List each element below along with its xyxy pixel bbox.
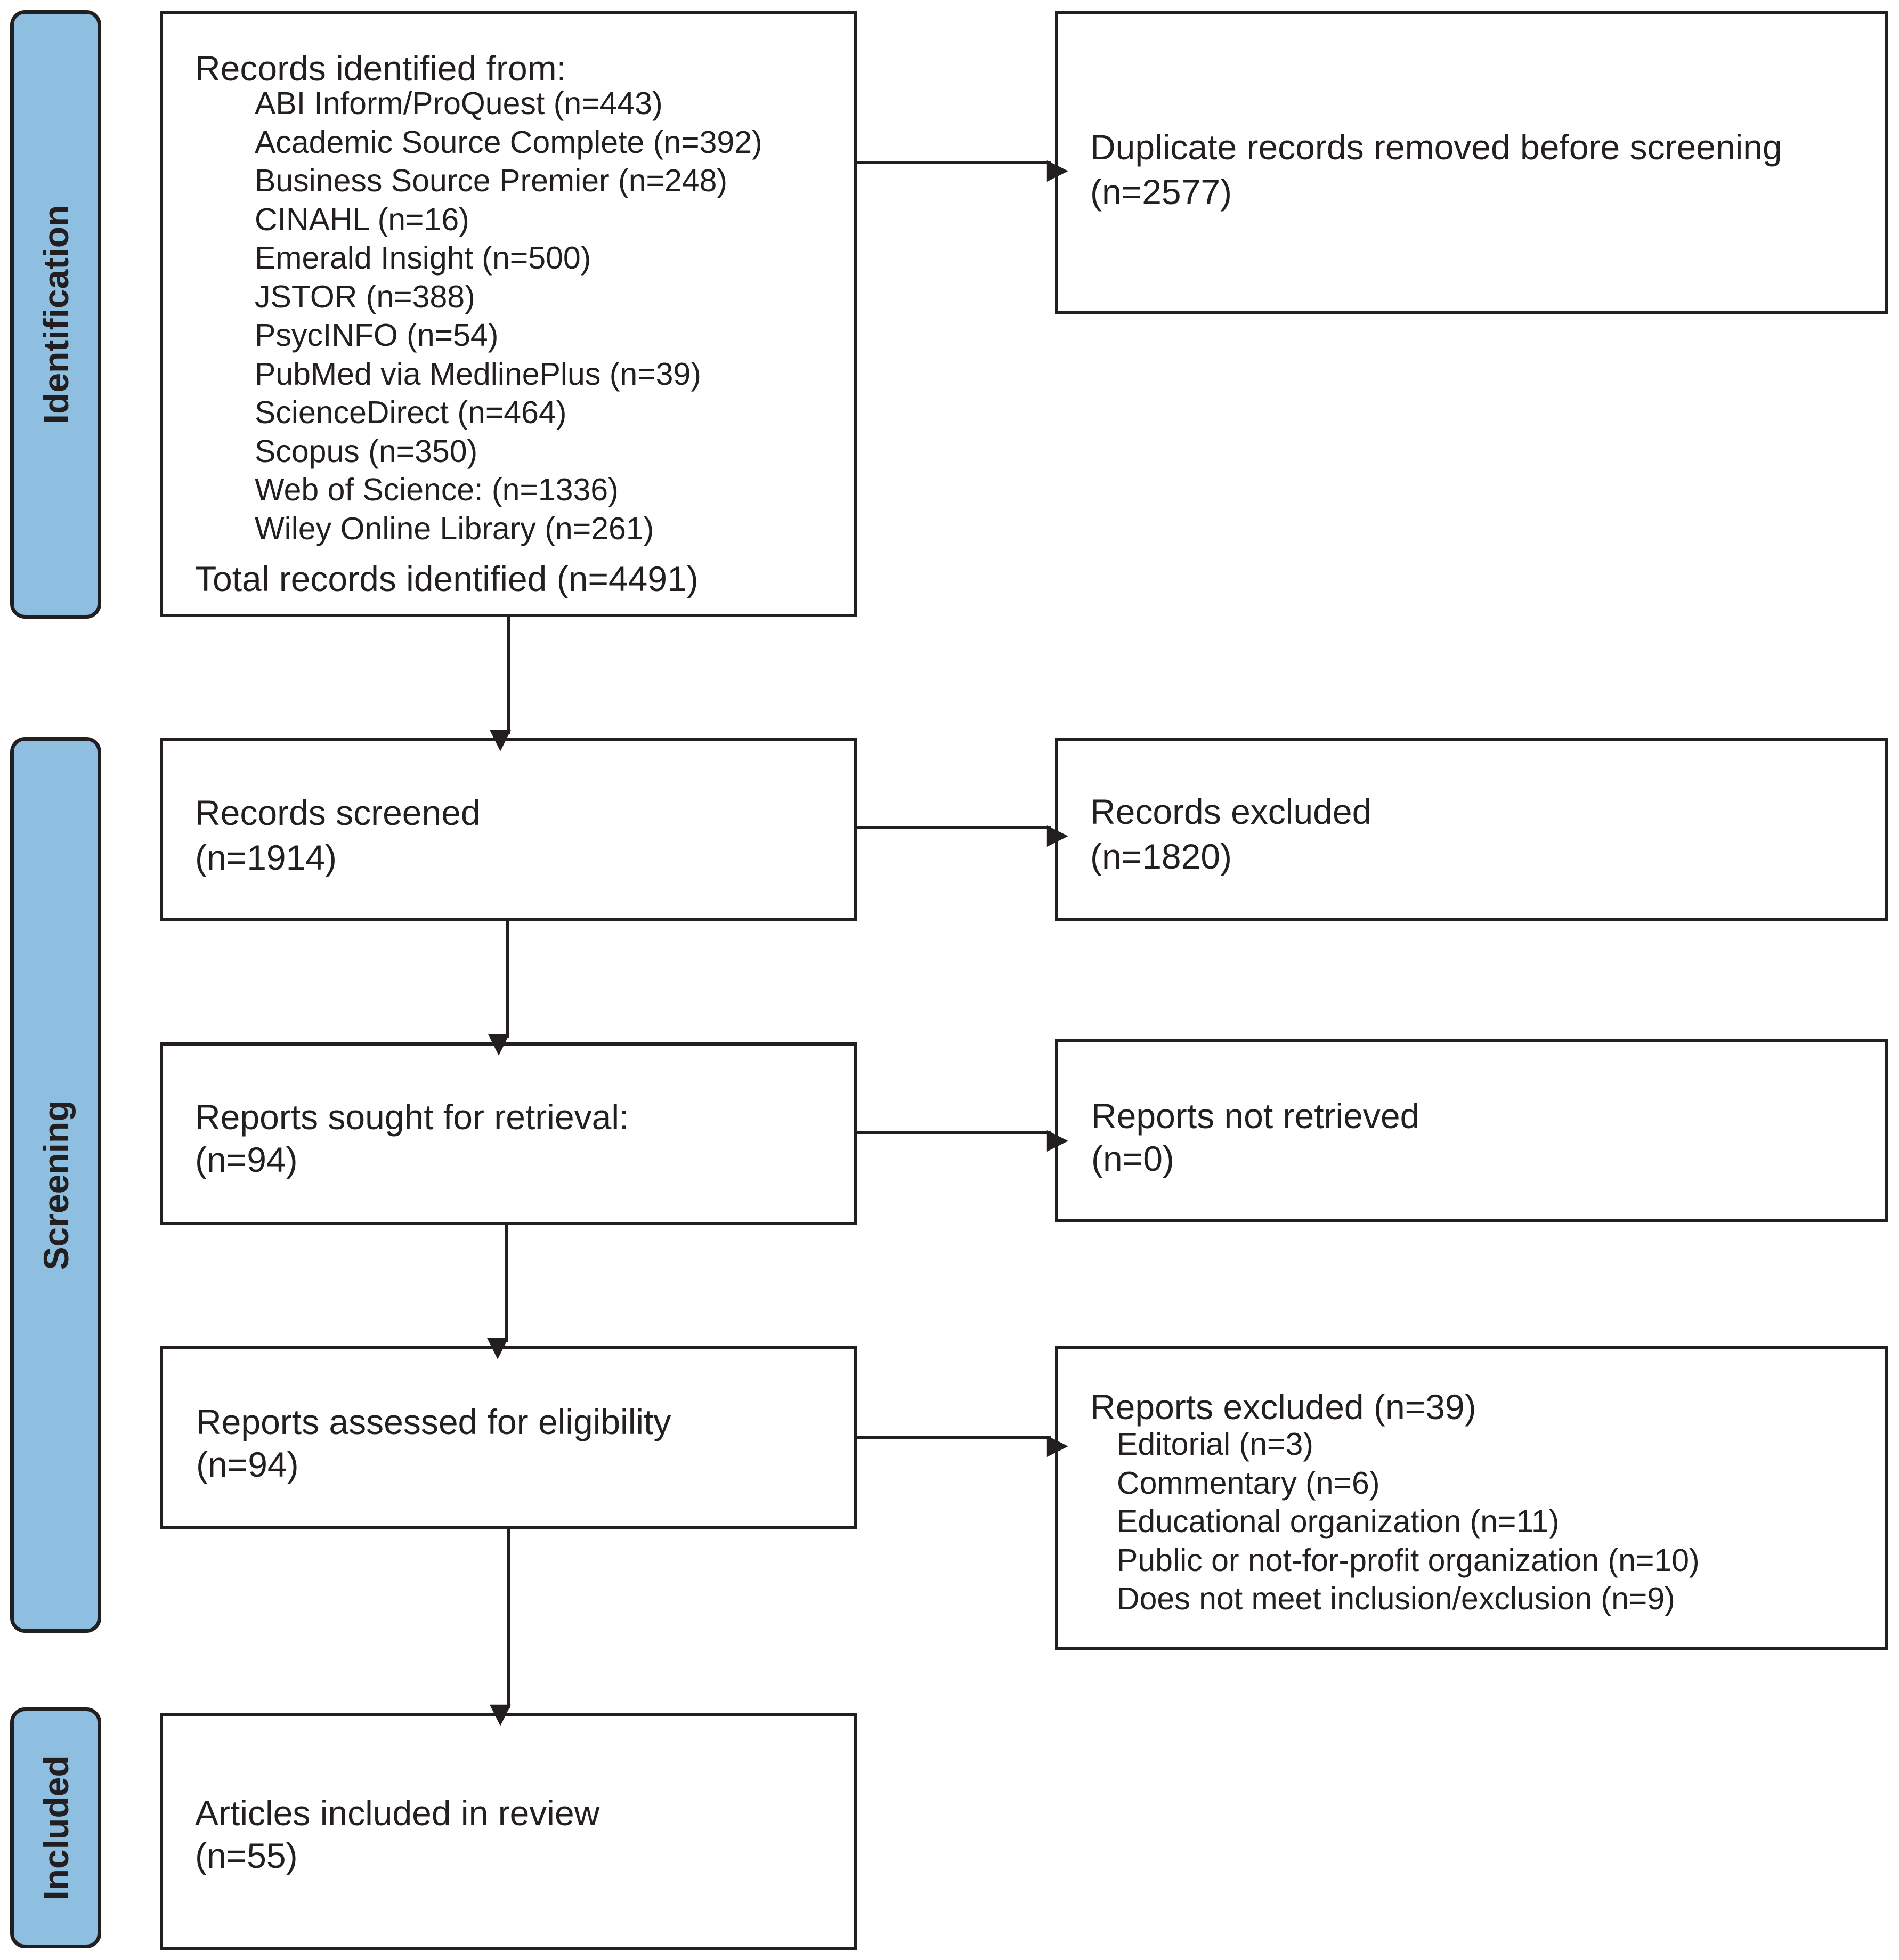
list-item: Does not meet inclusion/exclusion (n=9) <box>1117 1581 1675 1616</box>
reports-sought-label: Reports sought for retrieval: <box>195 1097 629 1137</box>
records-excluded-label: Records excluded <box>1090 792 1372 831</box>
records-identified-heading: Records identified from: <box>195 48 566 88</box>
articles-included-label: Articles included in review <box>195 1793 600 1833</box>
list-item: Wiley Online Library (n=261) <box>255 511 654 546</box>
records-identified-box: Records identified from: ABI Inform/ProQ… <box>160 11 857 617</box>
list-item: PsycINFO (n=54) <box>255 318 499 353</box>
stage-identification: Identification <box>10 10 101 619</box>
list-item: Commentary (n=6) <box>1117 1465 1380 1501</box>
records-screened-count: (n=1914) <box>195 838 337 877</box>
duplicates-removed-box: Duplicate records removed before screeni… <box>1055 11 1888 314</box>
list-item: CINAHL (n=16) <box>255 201 469 237</box>
list-item: Emerald Insight (n=500) <box>255 240 591 276</box>
records-excluded-box: Records excluded (n=1820) <box>1055 738 1888 921</box>
stage-included: Included <box>10 1707 101 1948</box>
reports-excluded-heading: Reports excluded (n=39) <box>1090 1387 1476 1427</box>
stage-screening: Screening <box>10 737 101 1633</box>
reports-assessed-count: (n=94) <box>196 1445 299 1484</box>
duplicates-removed-label: Duplicate records removed before screeni… <box>1090 127 1782 167</box>
list-item: Scopus (n=350) <box>255 433 478 469</box>
reports-not-retrieved-box: Reports not retrieved (n=0) <box>1055 1039 1888 1222</box>
list-item: ABI Inform/ProQuest (n=443) <box>255 86 663 121</box>
list-item: PubMed via MedlinePlus (n=39) <box>255 356 701 392</box>
reports-sought-count: (n=94) <box>195 1140 298 1179</box>
articles-included-count: (n=55) <box>195 1836 298 1875</box>
list-item: JSTOR (n=388) <box>255 279 475 314</box>
reports-assessed-box: Reports assessed for eligibility (n=94) <box>160 1346 857 1529</box>
source-list: ABI Inform/ProQuest (n=443) Academic Sou… <box>255 84 762 548</box>
records-screened-box: Records screened (n=1914) <box>160 738 857 921</box>
list-item: Educational organization (n=11) <box>1117 1504 1560 1539</box>
reports-excluded-box: Reports excluded (n=39) Editorial (n=3) … <box>1055 1346 1888 1650</box>
exclusion-reason-list: Editorial (n=3) Commentary (n=6) Educati… <box>1117 1425 1700 1618</box>
total-records: Total records identified (n=4491) <box>195 559 699 598</box>
records-screened-label: Records screened <box>195 793 481 832</box>
list-item: Business Source Premier (n=248) <box>255 163 728 198</box>
list-item: ScienceDirect (n=464) <box>255 395 567 430</box>
articles-included-box: Articles included in review (n=55) <box>160 1713 857 1950</box>
list-item: Editorial (n=3) <box>1117 1427 1313 1462</box>
records-excluded-count: (n=1820) <box>1090 837 1232 876</box>
list-item: Web of Science: (n=1336) <box>255 472 619 507</box>
list-item: Academic Source Complete (n=392) <box>255 124 762 160</box>
duplicates-removed-count: (n=2577) <box>1090 172 1232 212</box>
reports-not-retrieved-count: (n=0) <box>1091 1139 1174 1178</box>
reports-assessed-label: Reports assessed for eligibility <box>196 1402 671 1441</box>
list-item: Public or not-for-profit organization (n… <box>1117 1542 1700 1578</box>
reports-not-retrieved-label: Reports not retrieved <box>1091 1096 1420 1136</box>
